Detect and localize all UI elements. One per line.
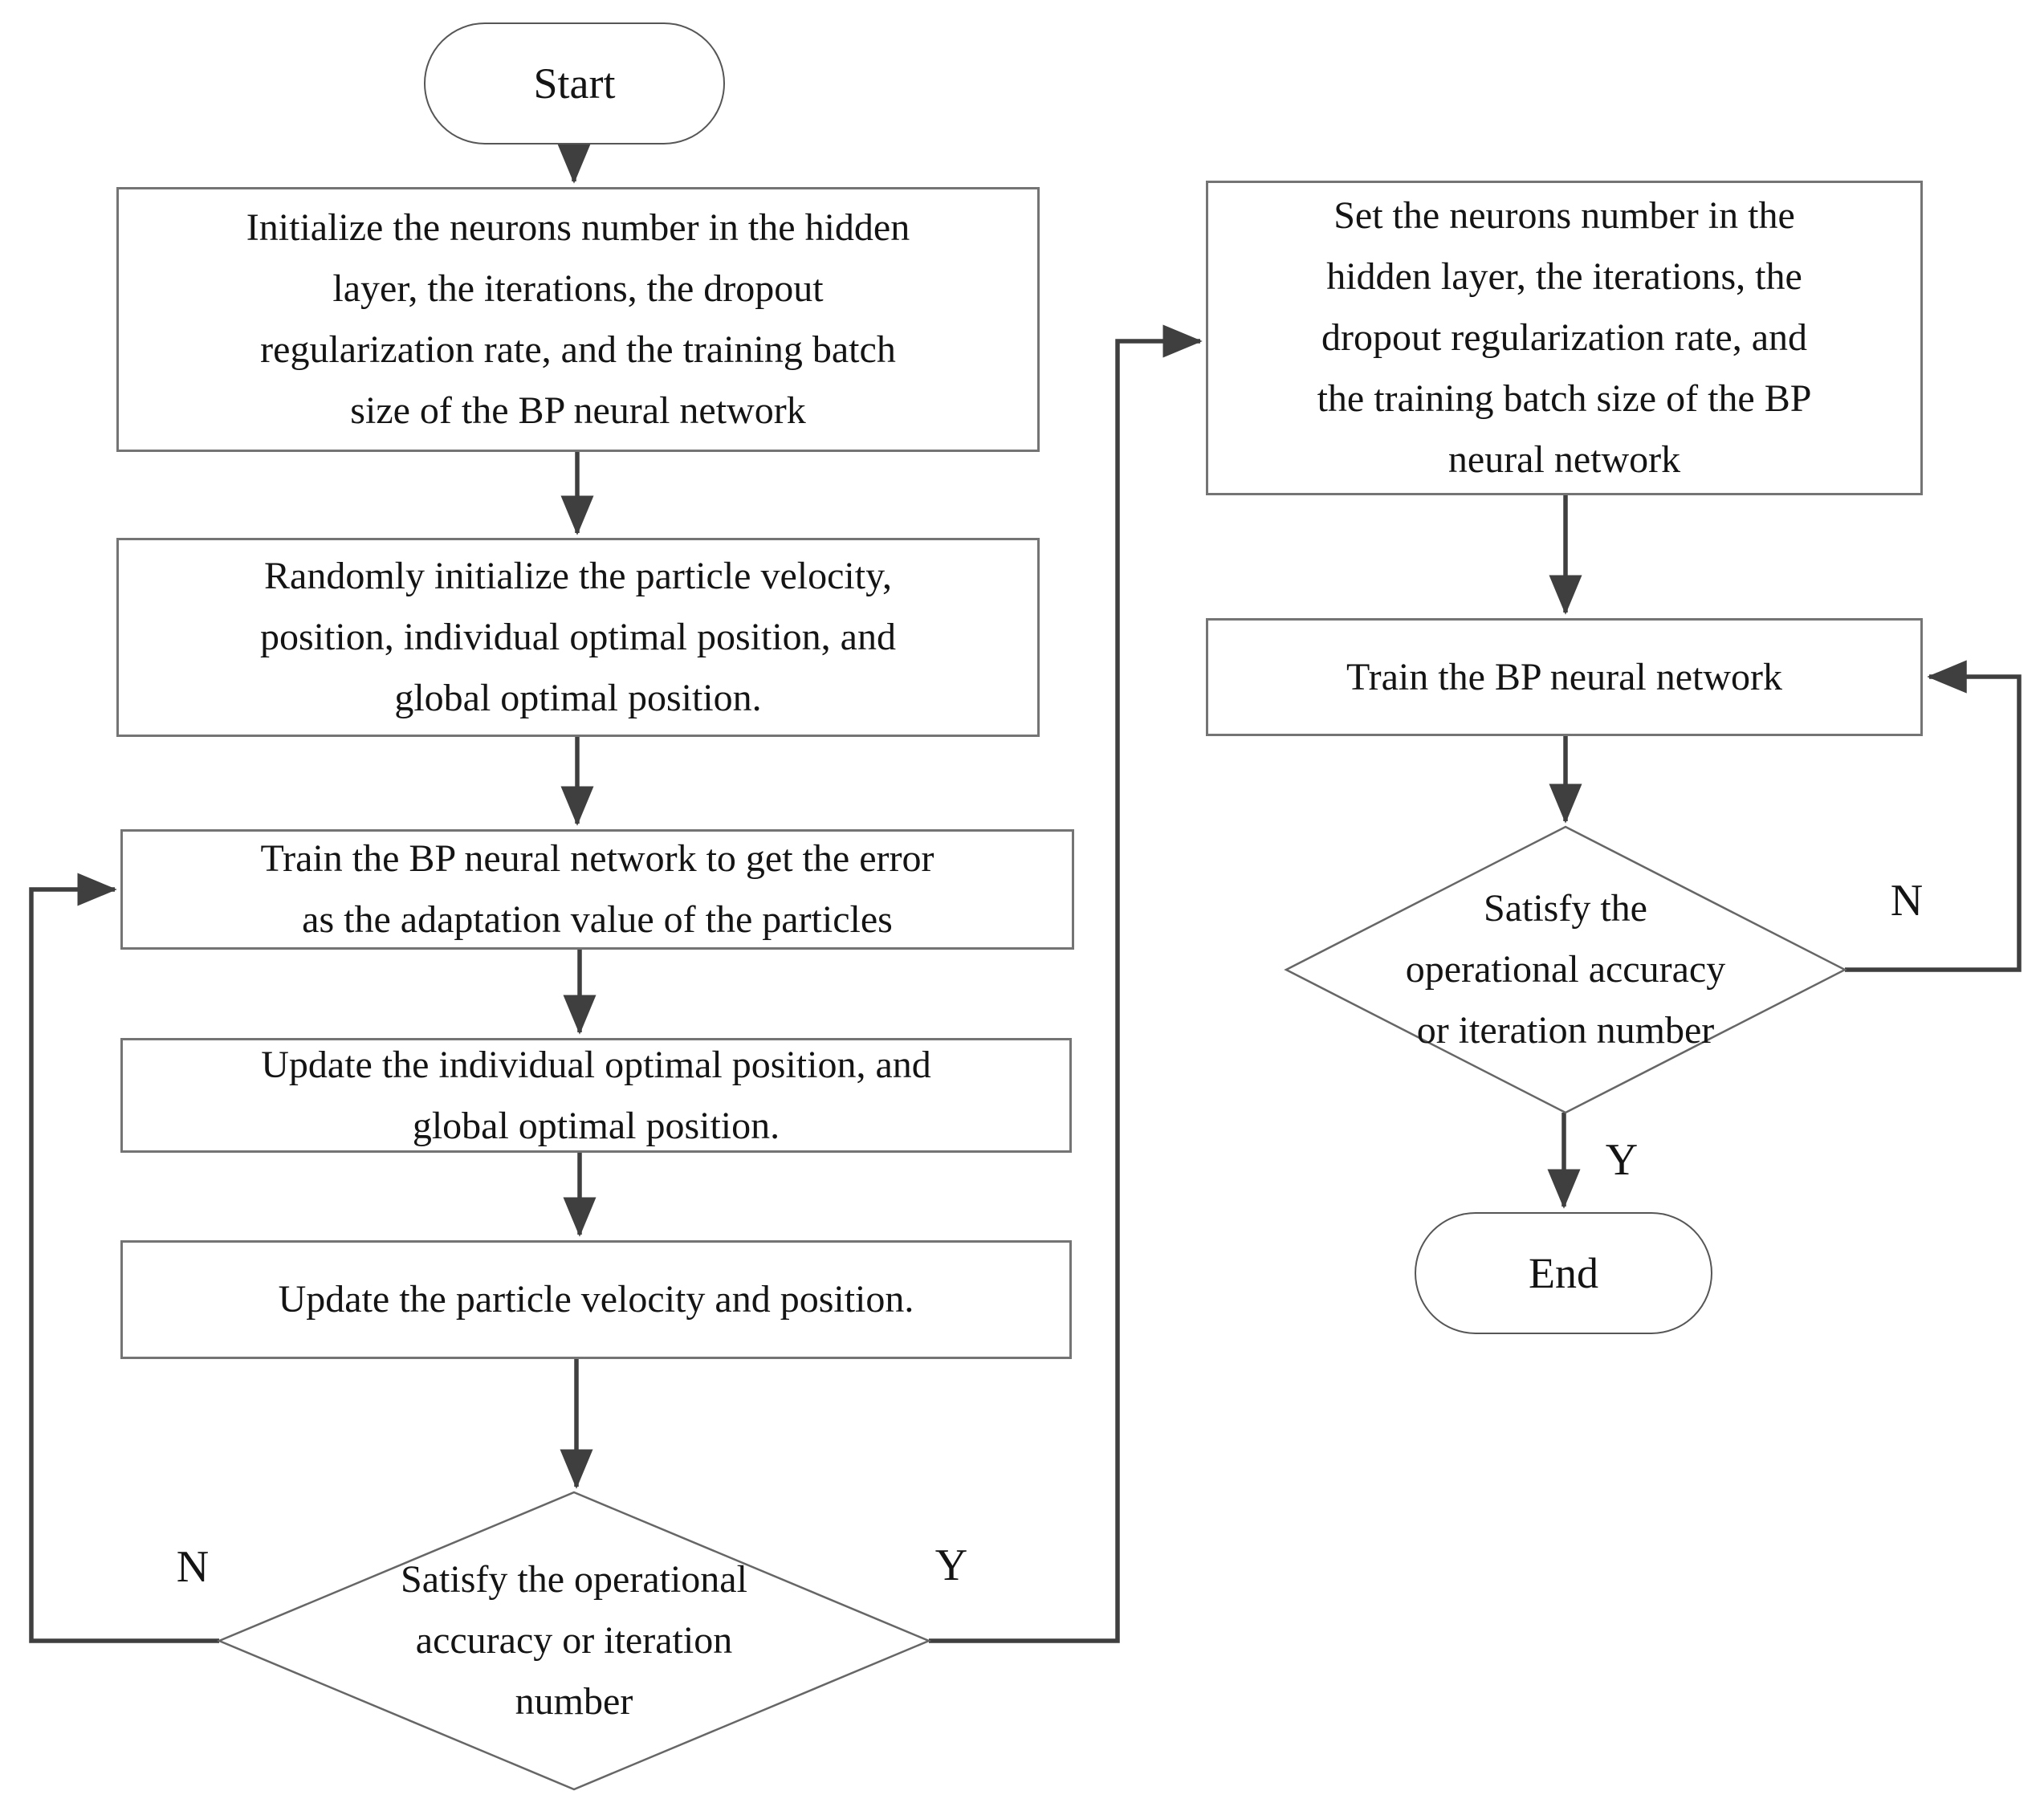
node-decision-bp: Satisfy the operational accuracy or iter… — [1286, 827, 1845, 1113]
edge-decision-no-loop — [29, 873, 219, 1643]
node-train-bp-network: Train the BP neural network — [1206, 618, 1923, 736]
edge-decision-yes-set — [929, 324, 1203, 1643]
node-set-bp-params-label: Set the neurons number in the hidden lay… — [1317, 194, 1812, 481]
node-randomly-initialize-particles-label: Randomly initialize the particle velocit… — [260, 555, 896, 719]
node-update-optimal-positions: Update the individual optimal position, … — [120, 1038, 1072, 1153]
node-end-label: End — [1529, 1249, 1598, 1297]
node-decision-pso: Satisfy the operational accuracy or iter… — [219, 1492, 929, 1789]
node-update-particle-velocity: Update the particle velocity and positio… — [120, 1240, 1072, 1359]
node-decision-bp-label: Satisfy the operational accuracy or iter… — [1405, 887, 1726, 1052]
edge-label-bp-no: N — [1890, 876, 1924, 926]
node-initialize-bp-params: Initialize the neurons number in the hid… — [116, 187, 1040, 452]
decision-pso-diamond-shape — [216, 1491, 932, 1791]
node-randomly-initialize-particles: Randomly initialize the particle velocit… — [116, 538, 1040, 737]
edge-decision2-no-loop — [1845, 660, 2022, 972]
node-decision-pso-label: Satisfy the operational accuracy or iter… — [401, 1558, 747, 1723]
node-set-bp-params: Set the neurons number in the hidden lay… — [1206, 181, 1923, 495]
edge-label-pso-no: N — [176, 1542, 210, 1592]
node-train-bp-get-error: Train the BP neural network to get the e… — [120, 829, 1074, 950]
node-update-particle-velocity-label: Update the particle velocity and positio… — [278, 1278, 914, 1321]
edge-label-bp-yes: Y — [1605, 1135, 1639, 1185]
edge-label-pso-yes: Y — [934, 1540, 968, 1590]
decision-bp-diamond-shape — [1284, 825, 1847, 1114]
node-initialize-bp-params-label: Initialize the neurons number in the hid… — [246, 206, 910, 432]
node-start-label: Start — [533, 59, 616, 108]
node-end: End — [1415, 1212, 1712, 1334]
node-train-bp-get-error-label: Train the BP neural network to get the e… — [260, 837, 934, 941]
node-start: Start — [424, 22, 725, 144]
node-update-optimal-positions-label: Update the individual optimal position, … — [261, 1043, 931, 1147]
node-train-bp-network-label: Train the BP neural network — [1346, 655, 1783, 698]
